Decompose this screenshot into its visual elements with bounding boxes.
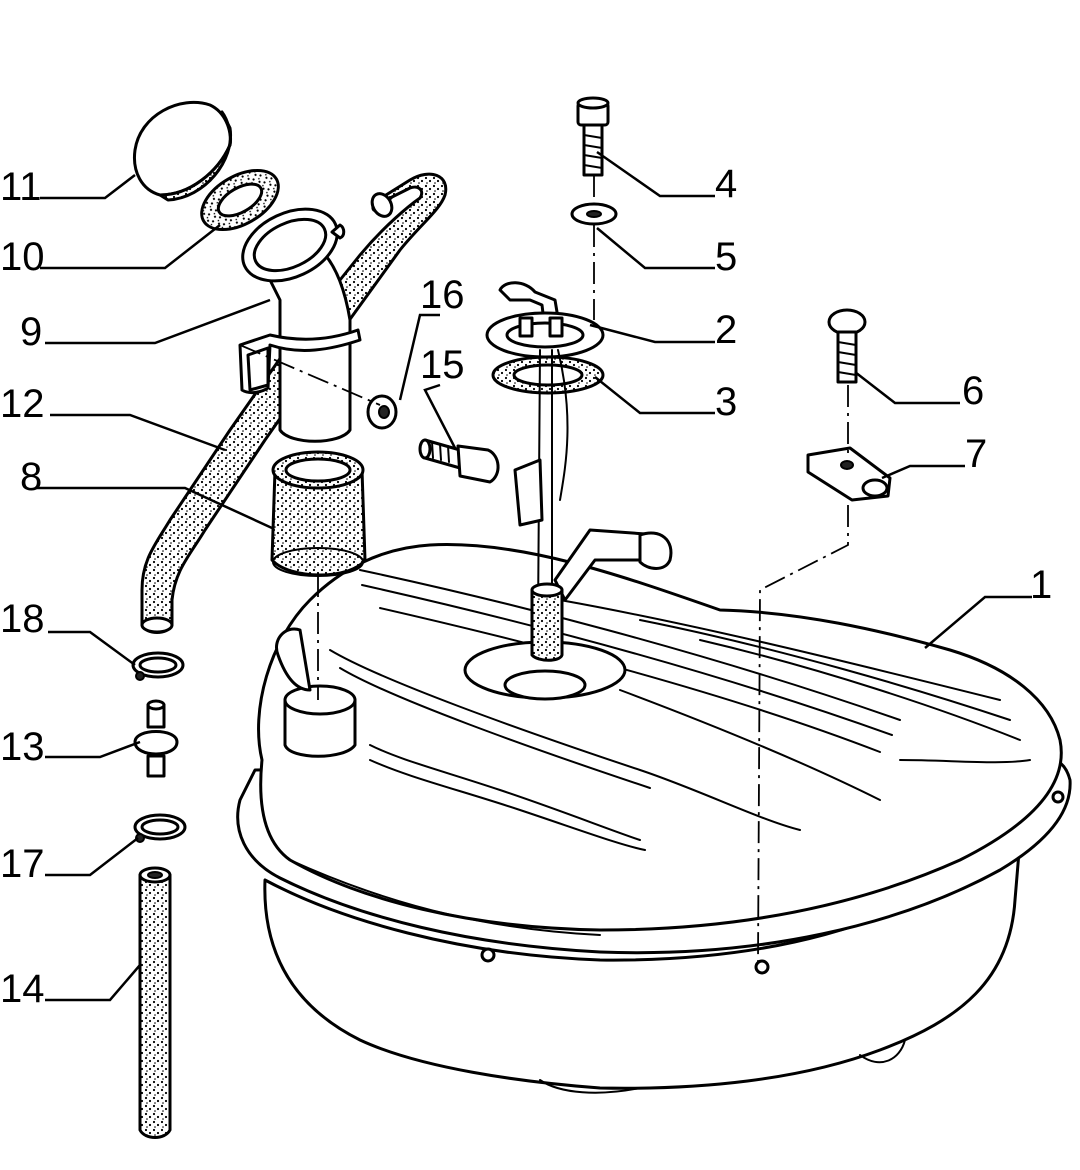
callout-14: 14 (0, 967, 45, 1011)
vent-hose-lower (138, 866, 172, 1139)
callout-5: 5 (715, 235, 737, 279)
callout-9: 9 (20, 310, 42, 354)
callout-15: 15 (420, 343, 465, 387)
vent-valve (133, 699, 179, 778)
callout-16: 16 (420, 273, 465, 317)
filler-neck (238, 207, 362, 443)
callout-4: 4 (715, 162, 737, 206)
callout-2: 2 (715, 308, 737, 352)
seal-ring (200, 168, 280, 232)
callout-17: 17 (0, 842, 45, 886)
callout-12: 12 (0, 382, 45, 426)
callout-1: 1 (1030, 563, 1052, 607)
hose-clamp-lower (133, 813, 187, 843)
callout-11: 11 (0, 165, 42, 209)
leader-lines (35, 150, 1032, 1002)
vent-hose-upper (140, 172, 448, 634)
washer-5 (570, 202, 618, 226)
mounting-bracket (806, 446, 892, 502)
callout-8: 8 (20, 455, 42, 499)
screw-15 (418, 438, 500, 484)
hose-clamp-upper (131, 651, 185, 681)
fuel-tank (236, 543, 1072, 1094)
assembly-lines (239, 175, 849, 963)
callout-6: 6 (962, 369, 984, 413)
callout-7: 7 (965, 432, 987, 476)
callout-13: 13 (0, 725, 45, 769)
screw-4 (576, 96, 610, 177)
filler-cap (132, 100, 233, 202)
screw-6 (827, 308, 867, 384)
washer-16 (366, 394, 398, 430)
callout-3: 3 (715, 380, 737, 424)
callout-18: 18 (0, 597, 45, 641)
callout-labels: 1 2 3 4 5 6 7 8 9 10 11 12 13 14 15 16 1… (0, 162, 1052, 1011)
filler-sleeve (270, 450, 367, 577)
callout-10: 10 (0, 235, 45, 279)
fuel-level-sender (485, 281, 673, 662)
